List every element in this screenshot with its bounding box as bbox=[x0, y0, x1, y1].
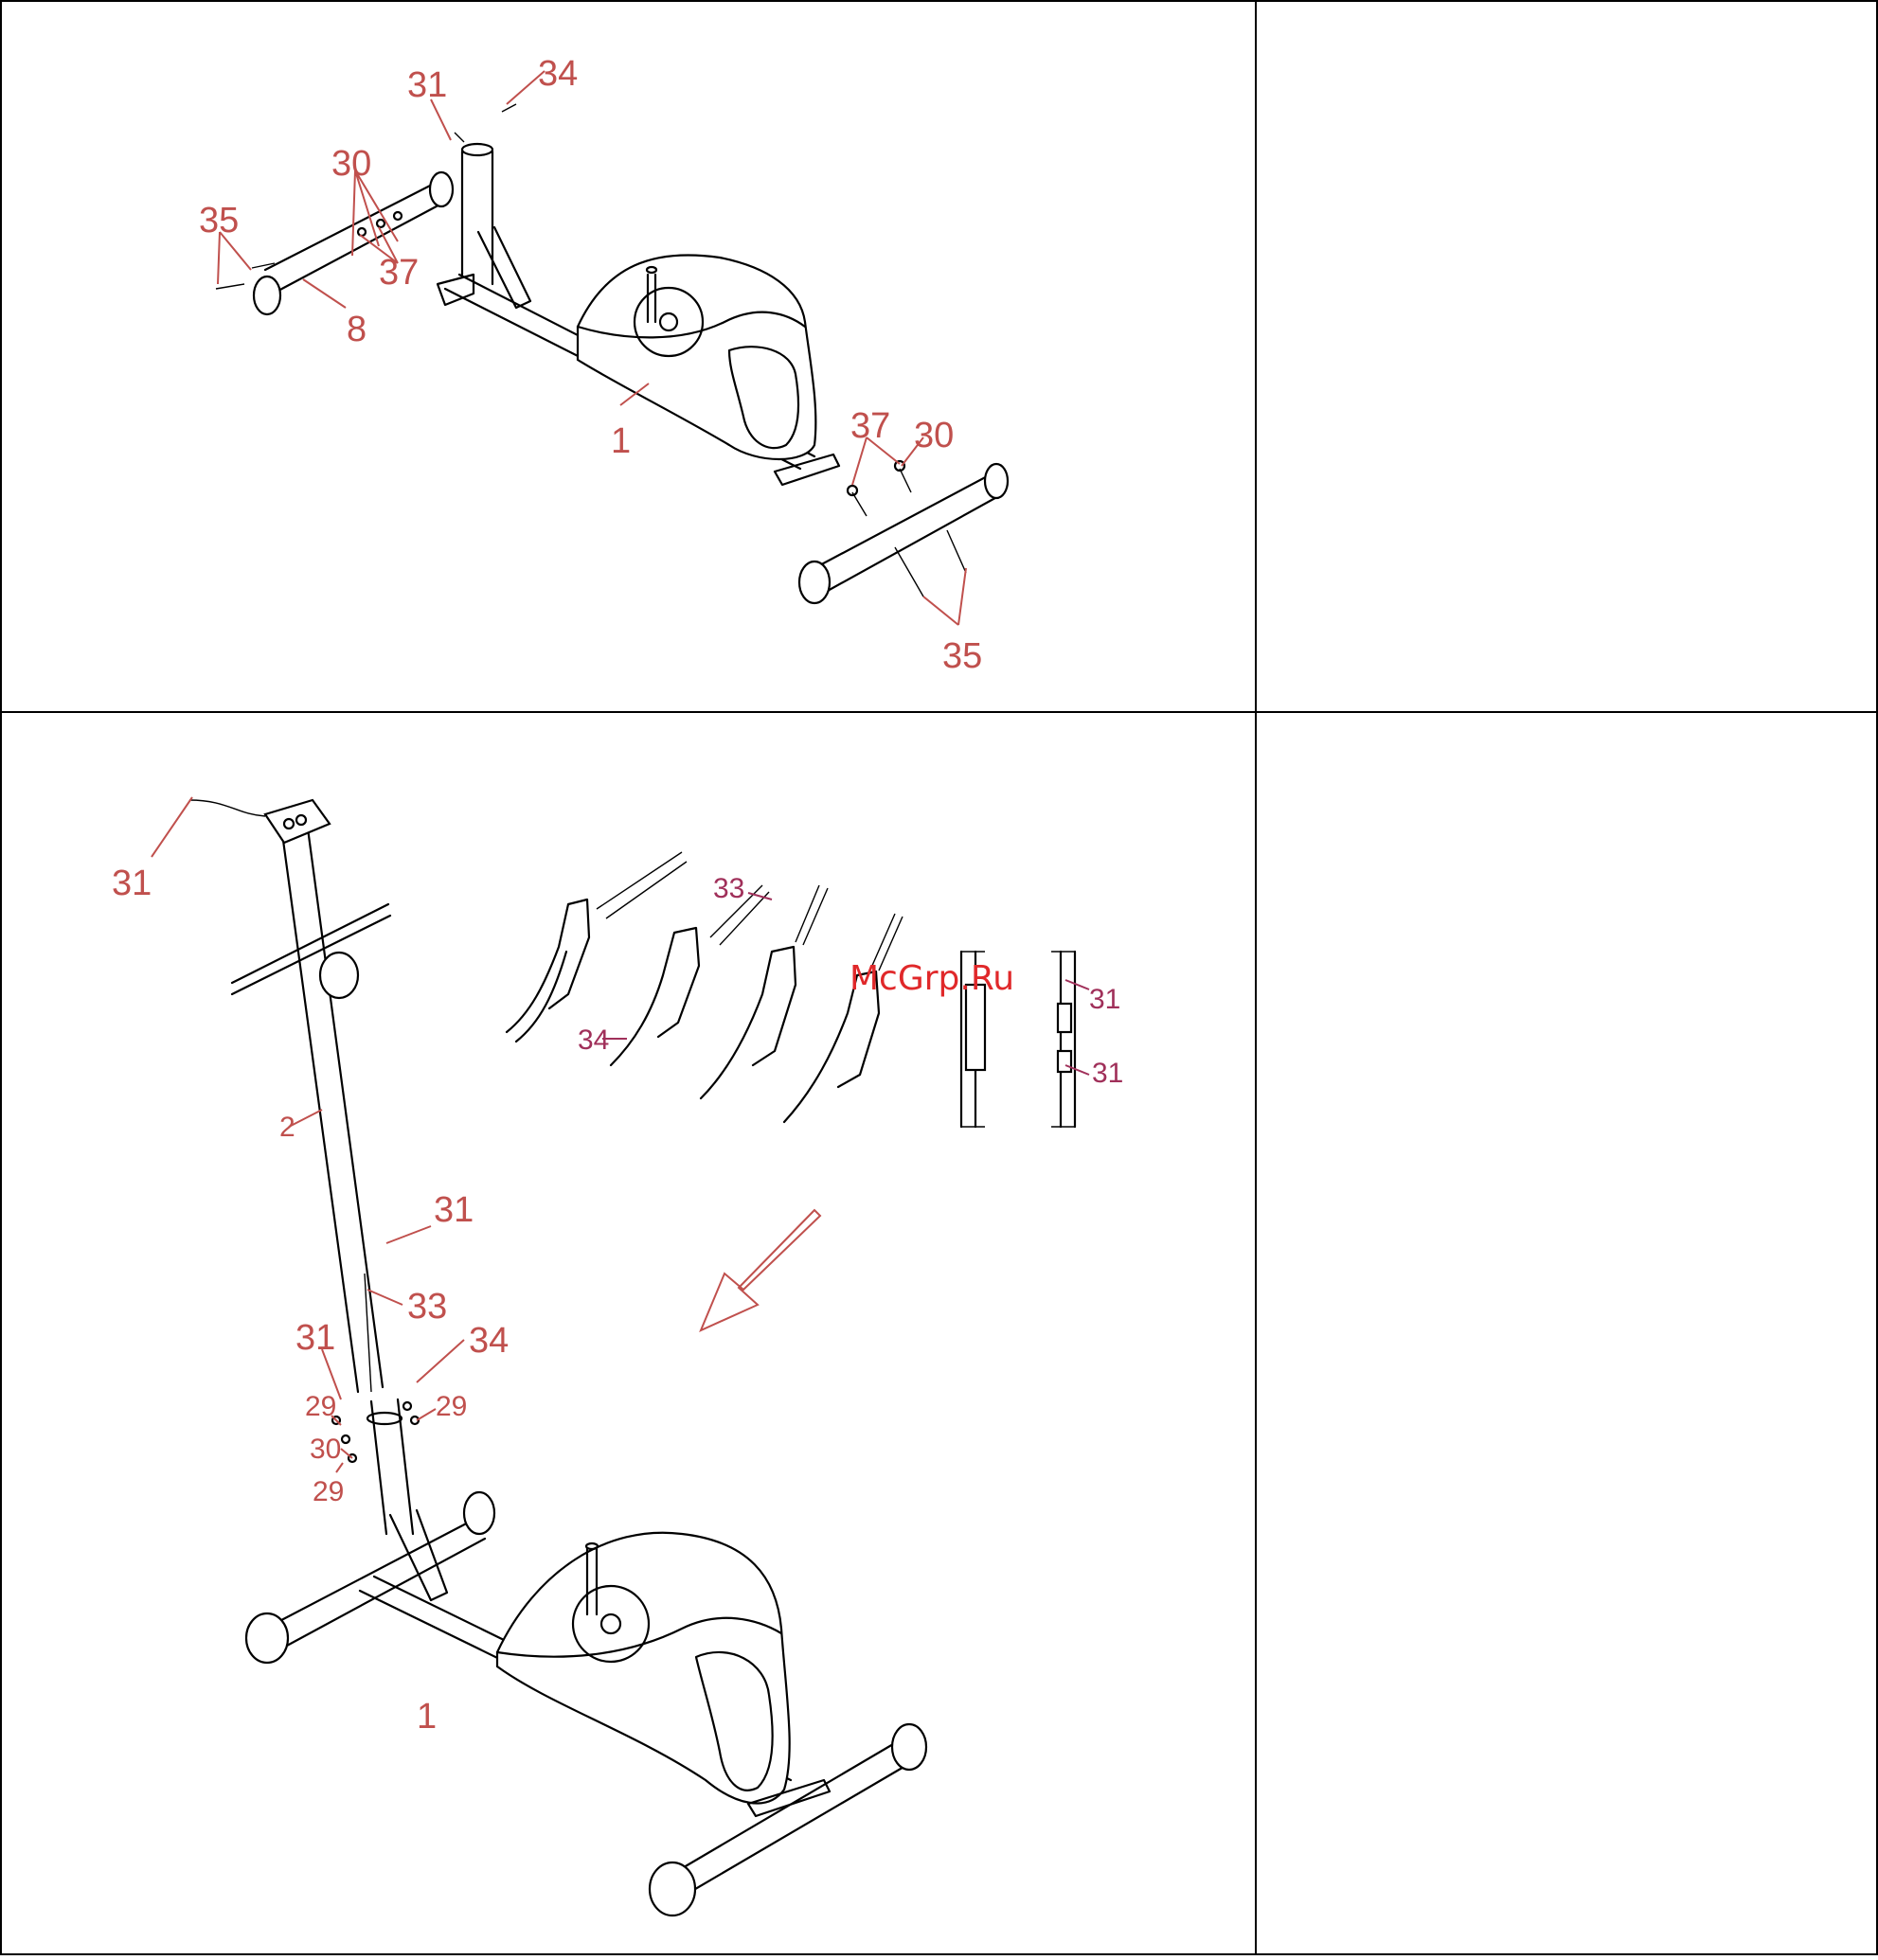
callout-8: 8 bbox=[347, 310, 367, 349]
callout-30-front: 30 bbox=[914, 416, 954, 455]
callout-33: 33 bbox=[407, 1287, 447, 1327]
callout-30: 30 bbox=[310, 1434, 341, 1465]
callout-31-low: 31 bbox=[295, 1318, 335, 1358]
detail-callout-34: 34 bbox=[578, 1025, 609, 1056]
step2-drawing bbox=[189, 800, 926, 1915]
callout-31-top: 31 bbox=[112, 864, 152, 903]
callout-34: 34 bbox=[469, 1321, 509, 1361]
callout-29-right: 29 bbox=[436, 1391, 467, 1422]
callout-37: 37 bbox=[379, 253, 419, 293]
watermark: McGrp.Ru bbox=[850, 959, 1014, 998]
callout-30: 30 bbox=[331, 144, 371, 184]
callout-34: 34 bbox=[538, 54, 578, 94]
detail-callout-31-a: 31 bbox=[1089, 984, 1120, 1015]
callout-37-front: 37 bbox=[850, 406, 890, 446]
callout-35: 35 bbox=[199, 201, 239, 241]
detail-callout-33: 33 bbox=[713, 873, 744, 904]
direction-arrow bbox=[701, 1210, 820, 1330]
callout-1: 1 bbox=[611, 421, 631, 461]
callout-1: 1 bbox=[417, 1697, 437, 1737]
callout-31-mid: 31 bbox=[434, 1190, 474, 1230]
callout-29-left: 29 bbox=[305, 1391, 336, 1422]
callout-2: 2 bbox=[279, 1112, 295, 1143]
callout-29-bottom: 29 bbox=[313, 1476, 344, 1507]
callout-31: 31 bbox=[407, 65, 447, 105]
callout-35-front: 35 bbox=[942, 636, 982, 676]
detail-callout-31-b: 31 bbox=[1092, 1058, 1123, 1089]
